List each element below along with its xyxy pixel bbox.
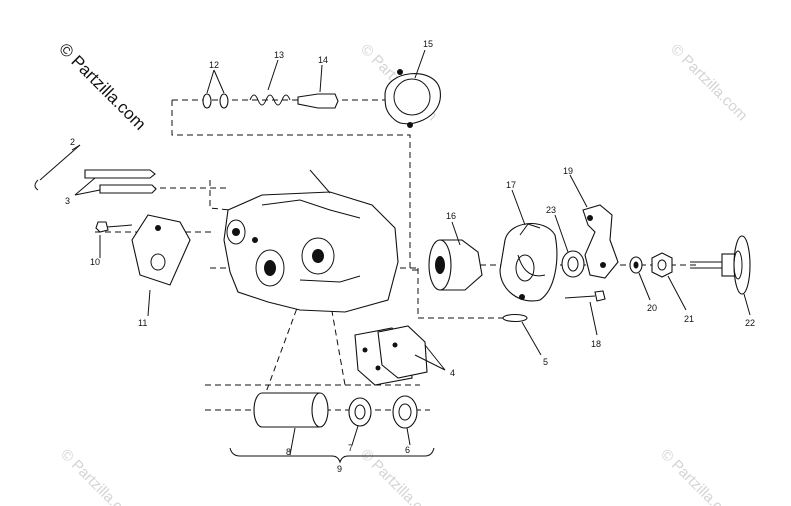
part-13-spring [249, 59, 291, 106]
part-16-piston [428, 221, 483, 291]
part-4-brake-pads [354, 325, 446, 386]
label-23: 23 [546, 205, 556, 215]
watermark-faint: © Partzilla.com [657, 446, 740, 506]
label-2: 2 [70, 137, 75, 147]
part-18-bolt [564, 290, 606, 336]
label-18: 18 [591, 339, 601, 349]
part-17-housing [499, 189, 558, 302]
label-19: 19 [563, 166, 573, 176]
label-9: 9 [337, 464, 342, 474]
label-21: 21 [684, 314, 694, 324]
part-14-pin [297, 64, 339, 109]
label-4: 4 [450, 368, 455, 378]
part-2-3-pins [34, 144, 157, 196]
part-15-gasket [384, 49, 441, 128]
label-14: 14 [318, 55, 328, 65]
label-22: 22 [745, 318, 755, 328]
watermark-faint: © Partzilla.com [357, 446, 440, 506]
part-12-orings [202, 69, 229, 109]
part-1-caliper-body [223, 169, 399, 313]
watermark-faint: © Partzilla.com [57, 446, 140, 506]
label-13: 13 [274, 50, 284, 60]
part-labels: 2 3 4 5 6 7 8 9 10 11 12 13 14 15 16 17 … [65, 39, 755, 474]
label-6: 6 [405, 445, 410, 455]
label-5: 5 [543, 357, 548, 367]
part-19-bracket-arm [569, 174, 619, 279]
part-11-plate [131, 214, 191, 317]
part-6-dust-seal [392, 395, 418, 446]
label-12: 12 [209, 60, 219, 70]
label-8: 8 [286, 447, 291, 457]
label-10: 10 [90, 257, 100, 267]
label-7: 7 [348, 443, 353, 453]
part-8-piston [253, 392, 329, 456]
label-15: 15 [423, 39, 433, 49]
label-3: 3 [65, 196, 70, 206]
part-23-ring [554, 214, 585, 278]
label-20: 20 [647, 303, 657, 313]
part-7-seal [348, 397, 372, 446]
watermark-main: © Partzilla.com [55, 39, 149, 133]
part-10-bolt [95, 221, 133, 258]
watermark-faint: © Partzilla.com [667, 41, 750, 124]
label-17: 17 [506, 180, 516, 190]
label-16: 16 [446, 211, 456, 221]
leader-2 [71, 144, 81, 151]
part-5-screw [502, 313, 542, 356]
part-22-flange-bolt [690, 235, 751, 316]
label-11: 11 [138, 318, 147, 328]
part-20-washer [629, 256, 651, 301]
part-21-nut [651, 252, 687, 311]
group-bracket-9 [229, 447, 435, 464]
